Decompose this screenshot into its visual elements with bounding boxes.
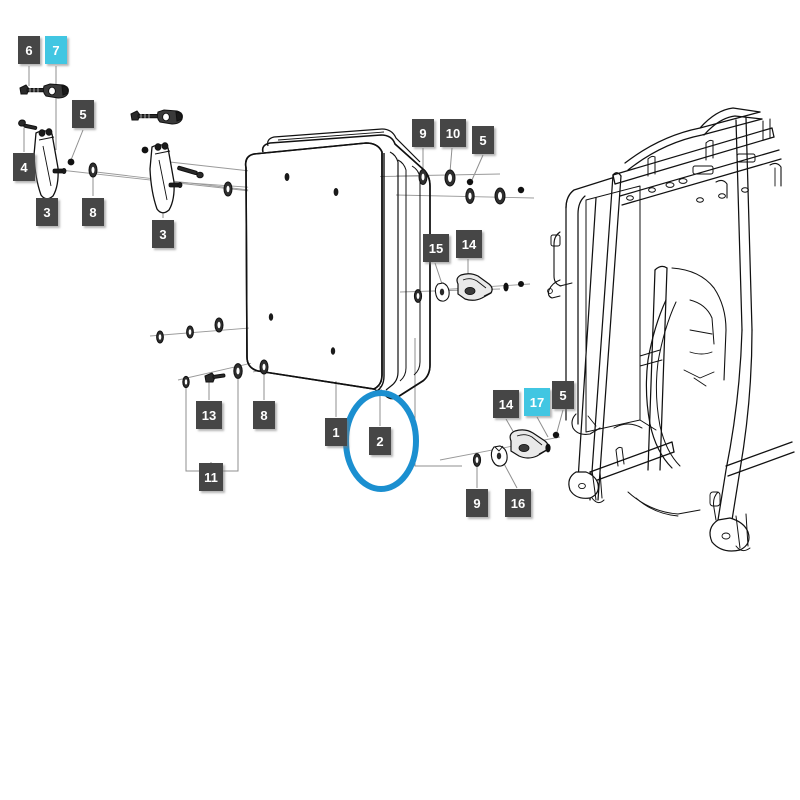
callout-label-text: 15 (428, 240, 444, 256)
glass-stud-4 (330, 347, 336, 355)
callout-label-15[interactable]: 15 (423, 234, 449, 262)
callout-label-6[interactable]: 6 (18, 36, 40, 64)
ball-stud-5d (552, 431, 560, 439)
callout-label-text: 6 (25, 42, 33, 58)
hinge-left-pins (38, 128, 67, 174)
leader-5b (471, 154, 484, 181)
callout-label-5b[interactable]: 5 (472, 126, 494, 154)
part-group-11-13 (156, 317, 243, 389)
callout-label-text: 5 (479, 132, 487, 148)
part-14-latch-upper (456, 273, 493, 301)
callout-label-7[interactable]: 7 (45, 36, 67, 64)
part-9-washer-15 (413, 289, 423, 303)
callout-label-3a[interactable]: 3 (36, 198, 58, 226)
callout-label-14a[interactable]: 14 (456, 230, 482, 258)
part-17-stud (545, 443, 551, 453)
callout-label-10[interactable]: 10 (440, 119, 466, 147)
part-4-bolt-2 (177, 165, 204, 179)
part-16-bump-stop (490, 445, 508, 467)
callout-label-text: 3 (159, 226, 167, 242)
callout-label-text: 4 (20, 159, 28, 175)
leader-5a (70, 129, 84, 161)
axis-line-right-top2 (395, 194, 535, 199)
callout-label-text: 8 (89, 204, 97, 220)
callout-label-text: 5 (559, 387, 567, 403)
callout-label-text: 16 (510, 495, 526, 511)
callout-label-text: 14 (461, 236, 477, 252)
callout-label-5a[interactable]: 5 (72, 100, 94, 128)
cab-frame (547, 107, 795, 552)
part-7-socket (42, 83, 69, 99)
glass-stud-1 (284, 173, 290, 181)
callout-label-5c[interactable]: 5 (552, 381, 574, 409)
leader-5c (556, 409, 564, 433)
callout-label-text: 17 (529, 394, 545, 410)
callout-label-text: 13 (201, 407, 217, 423)
ball-stud-5e (517, 186, 525, 194)
callout-label-text: 11 (204, 469, 218, 485)
hinge-right-pins (154, 142, 183, 188)
callout-label-text: 2 (376, 433, 384, 449)
leader-17 (536, 416, 549, 438)
callout-label-3b[interactable]: 3 (152, 220, 174, 248)
callout-label-9b[interactable]: 9 (466, 489, 488, 517)
part-9-10-hardware (418, 169, 506, 205)
callout-label-text: 9 (419, 125, 427, 141)
part-14-latch-lower (509, 429, 549, 459)
callout-label-2[interactable]: 2 (369, 427, 391, 455)
callout-label-16[interactable]: 16 (505, 489, 531, 517)
callout-label-text: 9 (473, 495, 481, 511)
callout-label-14b[interactable]: 14 (493, 390, 519, 418)
part-15-clip (434, 282, 450, 302)
glass-stud-2 (333, 188, 339, 196)
ball-stud-5a (67, 158, 75, 166)
part-9-washer-lower (472, 453, 482, 467)
ball-stud-5b (141, 146, 149, 154)
callout-label-text: 7 (52, 42, 60, 58)
glass-stud-3 (268, 313, 274, 321)
callout-label-text: 8 (260, 407, 268, 423)
callout-label-text: 3 (43, 204, 51, 220)
ball-stud-5c (466, 178, 474, 186)
callout-label-9a[interactable]: 9 (412, 119, 434, 147)
callout-label-11[interactable]: 11 (199, 463, 223, 491)
part-5-ball-studs (67, 146, 560, 439)
callout-label-17[interactable]: 17 (524, 388, 550, 416)
part-4-bolt (18, 119, 38, 130)
part-8-washers (88, 162, 269, 375)
callout-label-text: 14 (498, 396, 514, 412)
part-5-studs-14-upper (503, 281, 524, 292)
part-7-socket-2 (156, 109, 183, 125)
callout-label-text: 10 (445, 125, 461, 141)
callout-label-4[interactable]: 4 (13, 153, 35, 181)
callout-label-text: 1 (332, 424, 340, 440)
leader-2-region (414, 338, 462, 467)
callout-label-13[interactable]: 13 (196, 401, 222, 429)
part-6-bolt-2 (130, 110, 159, 121)
callout-label-text: 5 (79, 106, 87, 122)
callout-label-8a[interactable]: 8 (82, 198, 104, 226)
leader-10 (449, 147, 453, 173)
callout-label-1[interactable]: 1 (325, 418, 347, 446)
callout-label-8b[interactable]: 8 (253, 401, 275, 429)
